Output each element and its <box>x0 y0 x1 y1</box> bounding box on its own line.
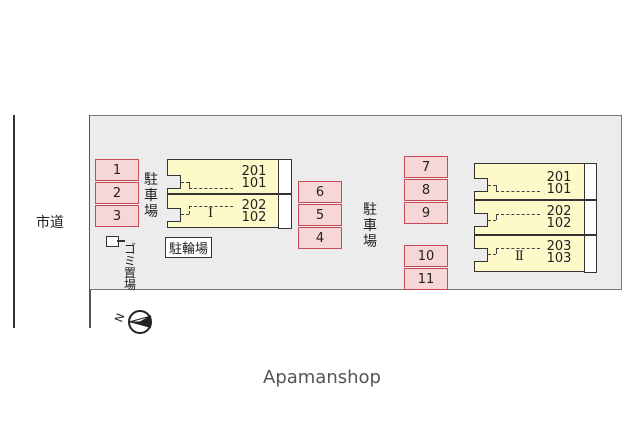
building-1 <box>167 158 292 229</box>
road-line-left <box>13 115 15 328</box>
garbage-box-icon <box>106 236 119 247</box>
garbage-label: ゴミ 置場 <box>124 243 148 291</box>
parking-space-10: 10 <box>404 245 448 267</box>
parking-label-right: 駐 車 場 <box>363 202 377 250</box>
north-arrow-icon: N <box>112 310 152 334</box>
garbage-label-line-2: 置場 <box>124 266 137 292</box>
building-1-room-201: 201 101 <box>241 164 267 191</box>
garbage-box-lid-icon <box>117 240 125 242</box>
parking-label-left: 駐 車 場 <box>144 172 158 220</box>
parking-space-5: 5 <box>298 204 342 226</box>
svg-text:N: N <box>112 312 127 324</box>
building-2-room-201: 201 101 <box>546 170 572 197</box>
parking-space-6: 6 <box>298 181 342 203</box>
building-2-room-203: 203 103 <box>546 239 572 266</box>
parking-space-7: 7 <box>404 156 448 178</box>
parking-space-3: 3 <box>95 205 139 227</box>
building-2-room-202: 202 102 <box>546 204 572 231</box>
garbage-label-line-1: ゴミ <box>124 242 137 268</box>
building-1-room-202: 202 102 <box>241 198 267 225</box>
parking-space-1: 1 <box>95 159 139 181</box>
building-2-name: Ⅱ <box>515 249 524 264</box>
building-1-name: Ⅰ <box>208 206 214 221</box>
watermark: Apamanshop <box>263 367 381 388</box>
parking-space-9: 9 <box>404 202 448 224</box>
building-2 <box>474 162 597 273</box>
road-line-right <box>89 115 91 328</box>
road-label: 市道 <box>36 215 64 231</box>
parking-space-11: 11 <box>404 268 448 290</box>
parking-space-4: 4 <box>298 227 342 249</box>
bicycle-parking-label: 駐輪場 <box>165 237 213 258</box>
parking-space-2: 2 <box>95 182 139 204</box>
parking-space-8: 8 <box>404 179 448 201</box>
